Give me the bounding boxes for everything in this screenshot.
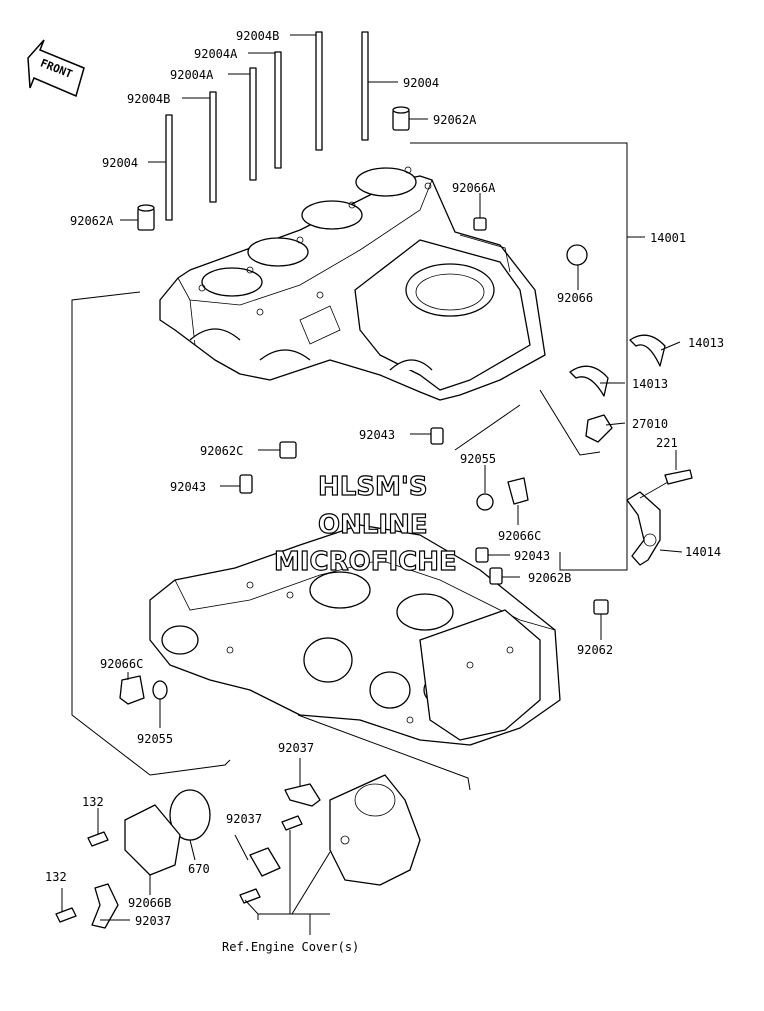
label-132-bottom: 132 xyxy=(45,870,67,884)
label-92043-right: 92043 xyxy=(514,549,550,563)
label-92066C-left: 92066C xyxy=(100,657,143,671)
label-92062A-right: 92062A xyxy=(433,113,477,127)
watermark-line-3: MICROFICHE xyxy=(274,547,457,577)
label-14014: 14014 xyxy=(685,545,721,559)
label-92043-left: 92043 xyxy=(170,480,206,494)
label-92004A-2: 92004A xyxy=(170,68,214,82)
label-14013-b: 14013 xyxy=(632,377,668,391)
label-92004B-left: 92004B xyxy=(127,92,170,106)
label-92004-right: 92004 xyxy=(403,76,439,90)
lower-small-parts xyxy=(119,427,609,705)
watermark-line-1: HLSM'S xyxy=(318,472,428,502)
right-side-parts xyxy=(569,334,693,566)
label-92062A-left: 92062A xyxy=(70,214,114,228)
label-92066: 92066 xyxy=(557,291,593,305)
label-92037-mid: 92037 xyxy=(226,812,262,826)
label-92062B: 92062B xyxy=(528,571,571,585)
label-221: 221 xyxy=(656,436,678,450)
label-92004B-top: 92004B xyxy=(236,29,279,43)
upper-crankcase xyxy=(159,166,546,401)
label-92037-top: 92037 xyxy=(278,741,314,755)
lower-crankcase xyxy=(149,524,561,746)
label-132-top: 132 xyxy=(82,795,104,809)
footnote-ref-engine-cover: Ref.Engine Cover(s) xyxy=(222,940,359,954)
cylinder-studs xyxy=(165,31,369,221)
label-92062C: 92062C xyxy=(200,444,243,458)
leader-lines xyxy=(61,34,683,935)
label-27010: 27010 xyxy=(632,417,668,431)
label-92066C-right: 92066C xyxy=(498,529,541,543)
label-92066A: 92066A xyxy=(452,181,496,195)
label-92055-right: 92055 xyxy=(460,452,496,466)
front-arrow-icon: FRONT xyxy=(27,39,85,98)
label-670: 670 xyxy=(188,862,210,876)
label-14013-a: 14013 xyxy=(688,336,724,350)
label-92004A-1: 92004A xyxy=(194,47,238,61)
label-92066B: 92066B xyxy=(128,896,171,910)
label-92004-left: 92004 xyxy=(102,156,138,170)
label-92062: 92062 xyxy=(577,643,613,657)
part-labels: 92004B 92004A 92004A 92004 92004B 92062A… xyxy=(45,29,724,954)
lower-covers xyxy=(55,774,421,929)
label-92043-top: 92043 xyxy=(359,428,395,442)
label-92037-bottom: 92037 xyxy=(135,914,171,928)
label-92055-left: 92055 xyxy=(137,732,173,746)
upper-dowels xyxy=(137,106,588,266)
watermark: HLSM'S ONLINE MICROFICHE xyxy=(273,471,457,577)
label-14001: 14001 xyxy=(650,231,686,245)
watermark-line-2: ONLINE xyxy=(318,510,428,540)
